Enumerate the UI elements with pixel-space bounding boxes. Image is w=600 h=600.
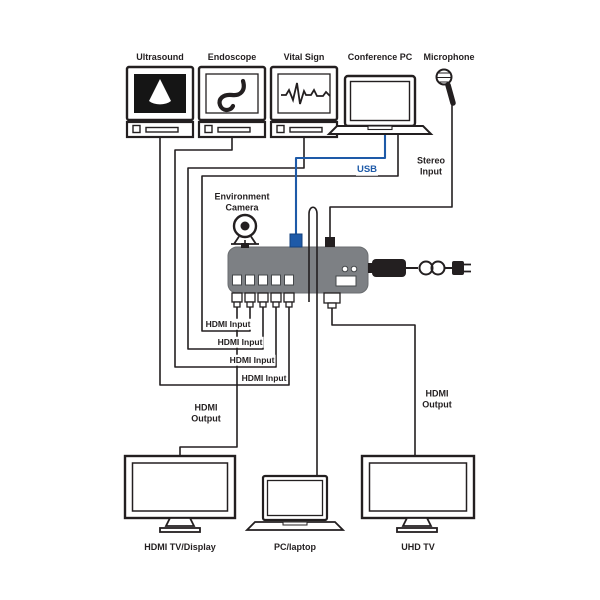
av-switcher-device xyxy=(227,233,369,294)
output-right-cable xyxy=(331,308,416,457)
hdmi-output-left-label: HDMI Output xyxy=(190,402,222,424)
hdmi-input-label-3: HDMI Input xyxy=(228,354,276,366)
hdmi-input-label-1: HDMI Input xyxy=(204,318,252,330)
conference-pc-label: Conference PC xyxy=(346,51,414,63)
stereo-cable xyxy=(329,102,453,240)
ultrasound-label: Ultrasound xyxy=(135,51,185,63)
endoscope-glyph xyxy=(217,78,246,113)
hdmi-output-cables xyxy=(179,307,416,457)
hdmi-plugs xyxy=(231,292,341,309)
uhd-tv-label: UHD TV xyxy=(400,541,436,553)
hdmi-input-label-4: HDMI Input xyxy=(240,372,288,384)
hdmi-input-label-2: HDMI Input xyxy=(216,336,264,348)
hdmi-tv-icon xyxy=(123,454,237,533)
conference-pc-laptop-icon xyxy=(326,74,434,135)
pc-laptop-loop-cable xyxy=(308,206,318,476)
hdmi-tv-label: HDMI TV/Display xyxy=(143,541,217,553)
pc-laptop-icon xyxy=(244,474,346,531)
usb-cable xyxy=(294,134,387,236)
environment-camera-label: Environment Camera xyxy=(213,191,271,213)
power-cord xyxy=(368,259,471,277)
hdmi-output-right-label: HDMI Output xyxy=(421,388,453,410)
microphone-label: Microphone xyxy=(422,51,476,63)
usb-plug xyxy=(289,233,303,248)
vital-sign-monitor-icon xyxy=(269,65,339,139)
endoscope-cable xyxy=(174,137,277,368)
stereo-plug xyxy=(325,237,335,247)
ultrasound-monitor-icon xyxy=(125,65,195,139)
uhd-tv-icon xyxy=(360,454,476,533)
endoscope-label: Endoscope xyxy=(206,51,258,63)
vital-sign-label: Vital Sign xyxy=(282,51,326,63)
stereo-input-label: Stereo Input xyxy=(415,155,447,177)
ultrasound-cable xyxy=(159,137,290,386)
camera-plug xyxy=(241,243,249,248)
switcher-front-ports xyxy=(232,265,358,287)
environment-camera-icon xyxy=(231,213,259,245)
output-left-cable xyxy=(179,307,238,457)
ecg-waveform-glyph xyxy=(281,82,331,105)
power-plug-icon xyxy=(452,261,464,275)
pc-laptop-label: PC/laptop xyxy=(273,541,317,553)
microphone-icon xyxy=(435,68,456,106)
usb-label: USB xyxy=(355,163,379,176)
endoscope-monitor-icon xyxy=(197,65,267,139)
